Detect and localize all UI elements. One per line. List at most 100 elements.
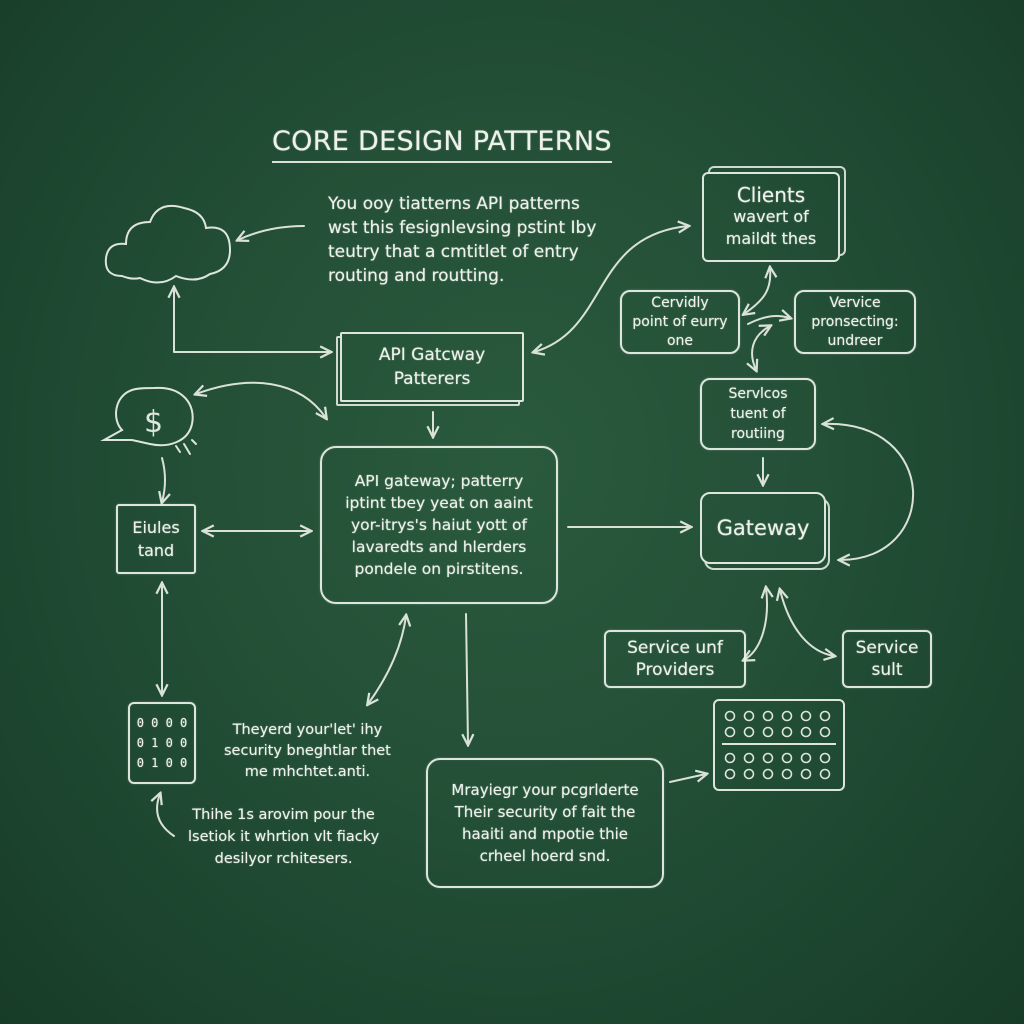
server-light-icon <box>781 710 793 722</box>
api-gateway-patterns-box[interactable]: API Gatcway Patterers <box>340 332 524 402</box>
arrow-bottom-to-grid <box>669 774 706 783</box>
security-line: me mhchtet.anti. <box>244 764 371 780</box>
server-light-icon <box>819 726 831 738</box>
center-line: yor-itrys's haiut yott of <box>350 516 528 534</box>
api-gateway-line: Patterers <box>393 369 471 389</box>
arrow-gateway-loop <box>824 424 915 560</box>
arrow-center-to-bottom <box>466 613 468 744</box>
server-light-icon <box>800 752 812 764</box>
svg-text:$: $ <box>144 405 163 440</box>
intro-line: routing and routting. <box>328 266 505 286</box>
server-light-icon <box>743 710 755 722</box>
security-pattern-box[interactable]: Mrayiegr your pcgrlderte Their security … <box>426 758 664 888</box>
server-light-icon <box>800 768 812 780</box>
service-processing-line: Vervice <box>829 294 881 311</box>
services-routing-line: Servlcos <box>728 386 788 402</box>
server-light-icon <box>724 726 736 738</box>
server-light-icon <box>762 752 774 764</box>
security-line: Theyerd your'let' ihy <box>232 722 383 738</box>
server-light-icon <box>724 710 736 722</box>
server-light-icon <box>781 768 793 780</box>
server-light-icon <box>762 726 774 738</box>
bottom-box-line: Their security of fait the <box>454 803 636 821</box>
bottom-box-line: Mrayiegr your pcgrlderte <box>451 781 639 799</box>
server-light-icon <box>819 768 831 780</box>
arrow-intro-to-cloud <box>238 225 305 240</box>
server-light-icon <box>724 768 736 780</box>
server-light-icon <box>781 752 793 764</box>
bottom-left-line: Thihe 1s arovim pour the <box>192 807 375 823</box>
centrally-line: point of eurry <box>632 313 728 330</box>
services-routing-line: routiing <box>731 426 785 442</box>
arrow-cloud-to-api-gateway <box>174 288 330 352</box>
dollar-speech-bubble-icon: $ <box>100 386 197 455</box>
intro-line: wst this fesignlevsing pstint Iby <box>328 218 597 238</box>
service-providers-line: Service unf <box>627 638 723 658</box>
server-light-icon <box>743 726 755 738</box>
server-light-icon <box>724 752 736 764</box>
service-sult-line: sult <box>871 660 903 680</box>
arrow-clients-links <box>744 268 770 314</box>
api-gateway-line: API Gatcway <box>378 345 486 365</box>
services-routing-line: tuent of <box>730 406 786 422</box>
centrally-line: Cervidly <box>651 294 709 311</box>
server-light-icon <box>762 710 774 722</box>
service-providers-line: Providers <box>635 660 715 680</box>
server-light-icon <box>800 710 812 722</box>
page-title: CORE DESIGN PATTERNS <box>272 126 612 163</box>
server-light-icon <box>781 726 793 738</box>
eiules-line: Eiules <box>132 518 180 537</box>
eiules-box[interactable]: Eiules tand <box>116 504 196 574</box>
intro-line: You ooy tiatterns API patterns <box>328 194 580 214</box>
arrow-gateway-to-providers <box>744 588 767 660</box>
arrow-note-to-keypad <box>157 794 175 837</box>
server-light-icon <box>819 710 831 722</box>
server-light-icon <box>800 726 812 738</box>
server-grid-icon <box>713 699 845 791</box>
arrow-dollar-to-api-gateway <box>196 381 326 418</box>
bottom-left-line: lsetiok it whrtion vlt fiacky <box>188 829 380 845</box>
center-line: API gateway; patterry <box>354 472 524 490</box>
bottom-box-line: crheel hoerd snd. <box>479 847 611 865</box>
arrow-center-to-security <box>368 616 406 704</box>
services-routing-box[interactable]: Servlcos tuent of routiing <box>700 378 816 450</box>
intro-text: You ooy tiatterns API patterns wst this … <box>328 192 596 288</box>
keypad-row: 0 1 0 0 <box>136 736 188 750</box>
security-note: Theyerd your'let' ihy security bneghtlar… <box>224 720 391 783</box>
centrally-line: one <box>666 332 694 349</box>
arrow-down-to-services <box>752 326 770 370</box>
arrow-dollar-to-eiules <box>162 457 165 502</box>
clients-title: Clients <box>736 183 806 207</box>
keypad-row: 0 1 0 0 <box>136 756 188 770</box>
api-gateway-pattern-box[interactable]: API gateway; patterry iptint tbey yeat o… <box>320 446 558 604</box>
security-line: security bneghtlar thet <box>224 743 391 759</box>
clients-line: wavert of <box>733 207 809 226</box>
keypad-icon: 0 0 0 0 0 1 0 0 0 1 0 0 <box>128 702 196 784</box>
server-light-icon <box>743 752 755 764</box>
arrow-gateway-to-sult <box>780 590 834 656</box>
center-line: iptint tbey yeat on aaint <box>345 494 533 512</box>
clients-line: maildt thes <box>725 229 817 248</box>
server-light-icon <box>743 768 755 780</box>
arrow-clients-to-service <box>747 316 790 325</box>
arrow-api-gateway-to-clients <box>534 226 688 352</box>
gateway-label: Gateway <box>716 516 810 540</box>
bottom-box-line: haaiti and mpotie thie <box>461 825 628 843</box>
service-providers-box[interactable]: Service unf Providers <box>604 630 746 688</box>
bottom-left-note: Thihe 1s arovim pour the lsetiok it whrt… <box>188 804 379 870</box>
server-light-icon <box>762 768 774 780</box>
bottom-left-line: desilyor rchitesers. <box>214 851 353 867</box>
clients-box[interactable]: Clients wavert of maildt thes <box>702 172 840 262</box>
center-line: pondele on pirstitens. <box>354 560 524 578</box>
service-sult-box[interactable]: Service sult <box>842 630 932 688</box>
eiules-line: tand <box>137 541 175 560</box>
intro-line: teutry that a cmtitlet of entry <box>328 242 579 262</box>
centrally-box[interactable]: Cervidly point of eurry one <box>620 290 740 354</box>
service-processing-box[interactable]: Vervice pronsecting: undreer <box>794 290 916 354</box>
gateway-box[interactable]: Gateway <box>700 492 826 564</box>
cloud-icon <box>104 204 232 284</box>
center-line: lavaredts and hlerders <box>351 538 527 556</box>
server-light-icon <box>819 752 831 764</box>
